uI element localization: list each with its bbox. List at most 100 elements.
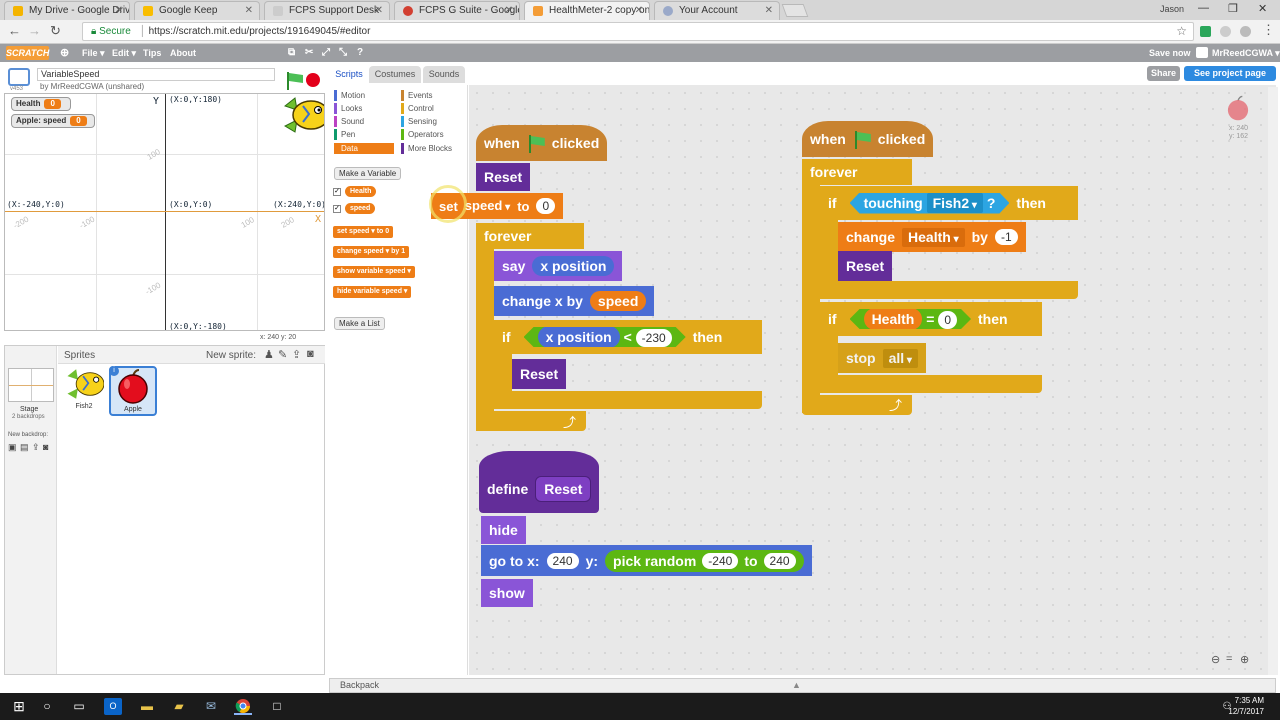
help-icon[interactable]: ? [357,47,364,58]
extension-icon[interactable] [1220,26,1231,37]
url-input[interactable]: 🔒︎ Secure │ https://scratch.mit.edu/proj… [82,22,1194,41]
x-position-reporter[interactable]: x position [532,256,615,276]
stage-thumbnail[interactable] [8,368,54,402]
x-input[interactable]: 240 [546,552,579,569]
health-checkbox[interactable]: ✓ [333,188,341,196]
tab-costumes[interactable]: Costumes [369,66,421,83]
file-menu[interactable]: File ▾ [82,48,105,58]
share-button[interactable]: Share [1147,66,1180,81]
forever-block[interactable]: forever [802,159,912,185]
forever-block[interactable]: forever [476,223,584,249]
variable-dropdown[interactable]: speed [465,199,510,213]
vertical-scrollbar[interactable] [1268,87,1278,675]
reload-icon[interactable]: ↻ [50,23,61,38]
folder-icon[interactable]: ▰ [174,699,184,713]
pick-random-operator[interactable]: pick random -240 to 240 [605,549,804,572]
paint-sprite-icon[interactable]: ✎ [278,349,288,361]
camera-icon[interactable]: ◙ [43,442,49,452]
speed-reporter[interactable]: speed [589,291,647,311]
task-view-icon[interactable]: ▭ [73,699,85,713]
zoom-reset-icon[interactable]: = [1226,653,1233,665]
grow-icon[interactable]: ⤢ [322,47,330,58]
go-to-xy-block[interactable]: go to x: 240 y: pick random -240 to 240 [481,545,812,576]
fish-sprite[interactable] [281,96,325,134]
project-title-input[interactable]: VariableSpeed [37,68,275,81]
zoom-in-icon[interactable]: ⊕ [1240,654,1250,666]
define-reset-block[interactable]: define Reset [479,451,600,513]
upload-sprite-icon[interactable]: ⇪ [292,349,302,361]
speed-reporter[interactable]: speed [345,203,376,214]
maximize-icon[interactable]: ❐ [1228,3,1238,15]
category-motion[interactable]: Motion [334,90,394,101]
change-variable-block[interactable]: change speed ▾ by 1 [333,246,410,258]
category-sound[interactable]: Sound [334,116,394,127]
zoom-out-icon[interactable]: ⊖ [1211,654,1221,666]
if-touching-block[interactable]: if touching Fish2 ? then [820,186,1078,220]
library-sprite-icon[interactable]: ♟ [264,349,274,361]
category-events[interactable]: Events [401,90,461,101]
info-icon[interactable]: i [109,366,119,376]
browser-tab-keep[interactable]: Google Keep ✕ [134,1,260,20]
when-flag-clicked-block[interactable]: when clicked [476,125,608,161]
extension-icon[interactable] [1240,26,1251,37]
browser-tab-support[interactable]: FCPS Support Desk ✕ [264,1,390,20]
health-reporter[interactable]: Health [864,308,923,330]
change-x-block[interactable]: change x by speed [494,286,655,316]
close-icon[interactable]: ✕ [634,5,643,16]
reset-call-block[interactable]: Reset [476,163,531,191]
value-input[interactable]: -230 [636,329,672,347]
back-icon[interactable]: ← [8,23,21,38]
value-input[interactable]: -1 [994,229,1018,245]
edit-menu[interactable]: Edit ▾ [112,48,137,58]
stop-icon[interactable] [306,73,320,87]
chrome-icon[interactable] [234,698,252,715]
say-block[interactable]: say x position [494,251,623,281]
close-icon[interactable]: ✕ [374,5,383,16]
close-window-icon[interactable]: ✕ [1258,3,1268,15]
category-operators[interactable]: Operators [401,129,461,140]
app-window-icon[interactable]: □ [273,699,281,713]
windows-start-icon[interactable]: ⊞ [13,698,25,714]
health-reporter[interactable]: Health [345,186,377,197]
make-list-button[interactable]: Make a List [334,317,385,330]
duplicate-icon[interactable]: ⧉ [288,47,296,58]
see-project-page-button[interactable]: See project page [1184,66,1276,81]
script-area[interactable]: when clicked Reset set speed to 0 foreve… [429,85,1276,675]
close-icon[interactable]: ✕ [764,5,773,16]
expand-icon[interactable]: ▲ [792,680,801,690]
equals-operator[interactable]: Health = 0 [850,309,971,329]
stop-block[interactable]: stop all [838,343,926,373]
menu-kebab-icon[interactable]: ⋮ [1262,22,1275,37]
camera-icon[interactable]: ◙ [307,348,314,360]
category-pen[interactable]: Pen [334,129,394,140]
backpack-bar[interactable]: Backpack ▲ [329,678,1276,693]
category-sensing[interactable]: Sensing [401,116,461,127]
make-variable-button[interactable]: Make a Variable [334,167,402,180]
search-icon[interactable]: ○ [43,699,51,713]
x-position-reporter[interactable]: x position [538,326,620,348]
category-looks[interactable]: Looks [334,103,394,114]
network-icon[interactable]: ⚇ [1222,701,1232,712]
reset-prototype[interactable]: Reset [535,476,592,502]
new-tab-button[interactable] [781,4,809,17]
tab-scripts[interactable]: Scripts [331,66,367,83]
stop-dropdown[interactable]: all [882,348,918,368]
variable-dropdown[interactable]: Health [902,227,965,247]
less-than-operator[interactable]: x position < -230 [524,327,686,347]
upload-icon[interactable]: ⇪ [32,442,40,452]
app-icon[interactable]: ✉ [205,699,217,713]
speed-checkbox[interactable]: ✓ [333,205,341,213]
sprite-tile-fish2[interactable]: Fish2 [60,367,108,415]
user-menu[interactable]: MrReedCGWA ▾ [1212,48,1280,58]
folder-icon[interactable] [1196,47,1208,58]
change-health-block[interactable]: change Health by -1 [838,222,1026,252]
paint-backdrop-icon[interactable]: ▣ [8,442,17,452]
close-icon[interactable]: ✕ [244,5,253,16]
bookmark-star-icon[interactable]: ☆ [1176,24,1187,38]
category-data[interactable]: Data [334,143,394,154]
category-more-blocks[interactable]: More Blocks [401,143,461,154]
category-control[interactable]: Control [401,103,461,114]
system-clock[interactable]: 7:35 AM 12/7/2017 [1228,695,1264,717]
cut-icon[interactable]: ✂ [305,47,314,58]
